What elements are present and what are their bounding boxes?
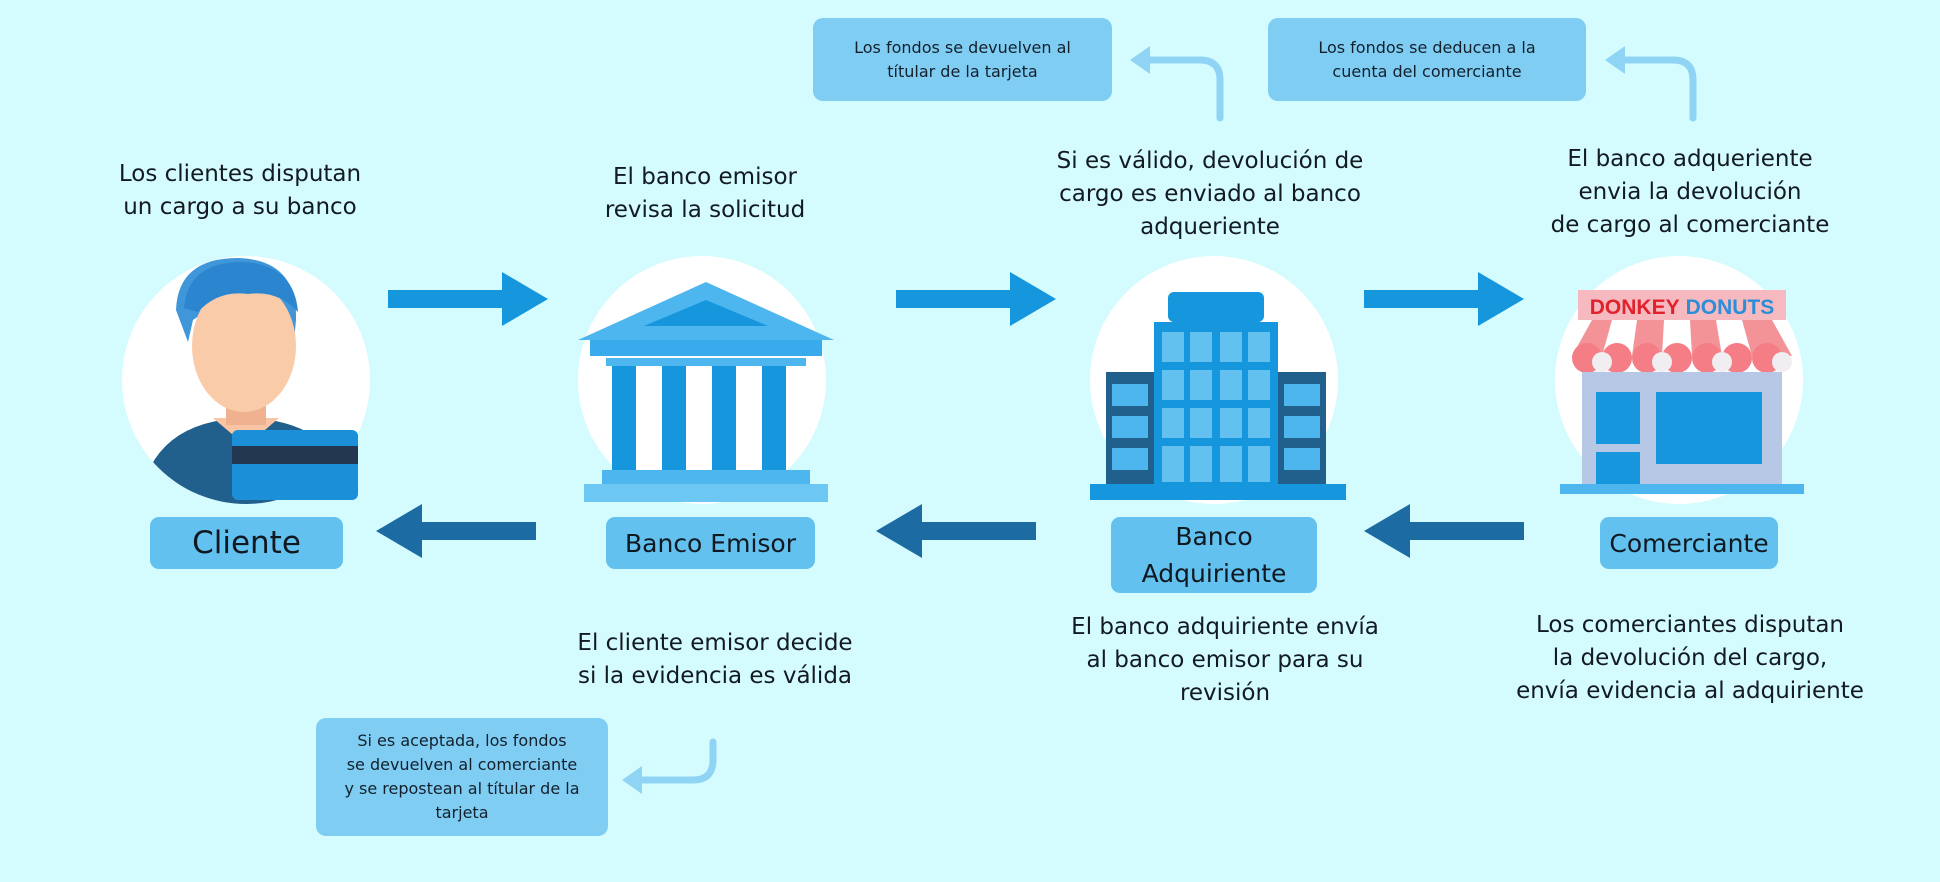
arrow-cliente-to-emisor-icon: [388, 272, 548, 326]
note-accepted: Si es aceptada, los fondos se devuelven …: [316, 718, 608, 836]
curved-arrow-refund-head: [1130, 46, 1150, 74]
step-2-text: El banco emisor revisa la solicitud: [604, 164, 806, 223]
note-refund-cardholder: Los fondos se devuelven al títular de la…: [813, 18, 1112, 101]
node-label-cliente: Cliente: [150, 517, 343, 569]
arrow-adquiriente-to-emisor-icon: [876, 504, 1036, 558]
step-1-text: Los clientes disputan un cargo a su banc…: [118, 161, 362, 220]
step-6-text: El banco adquiriente envía al banco emis…: [1071, 614, 1379, 706]
node-label-comerciante: Comerciante: [1600, 517, 1778, 569]
curved-arrow-refund-icon: [1141, 56, 1224, 122]
arrow-emisor-to-cliente-icon: [376, 504, 536, 558]
arrow-comerciante-to-adquiriente-icon: [1364, 504, 1524, 558]
step-3-text: Si es válido, devolución de cargo es env…: [1056, 148, 1364, 240]
curved-arrow-accepted-head: [622, 766, 642, 794]
curved-arrow-deduct-head: [1605, 46, 1625, 74]
office-tower-icon: [1090, 292, 1346, 500]
bank-building-icon: [578, 282, 834, 502]
step-5-text: Los comerciantes disputan la devolución …: [1516, 612, 1864, 704]
curved-arrow-accepted-icon: [631, 738, 717, 784]
node-label-emisor: Banco Emisor: [606, 517, 815, 569]
arrow-emisor-to-adquiriente-icon: [896, 272, 1056, 326]
arrow-adquiriente-to-comerciante-icon: [1364, 272, 1524, 326]
curved-arrow-deduct-icon: [1616, 56, 1697, 122]
step-7-text: El cliente emisor decide si la evidencia…: [577, 630, 853, 689]
customer-with-card-icon: [138, 258, 358, 504]
step-4-text: El banco adqueriente envia la devolución…: [1550, 146, 1830, 238]
node-label-adquiriente: Banco Adquiriente: [1111, 517, 1317, 593]
note-deduct-merchant: Los fondos se deducen a la cuenta del co…: [1268, 18, 1586, 101]
